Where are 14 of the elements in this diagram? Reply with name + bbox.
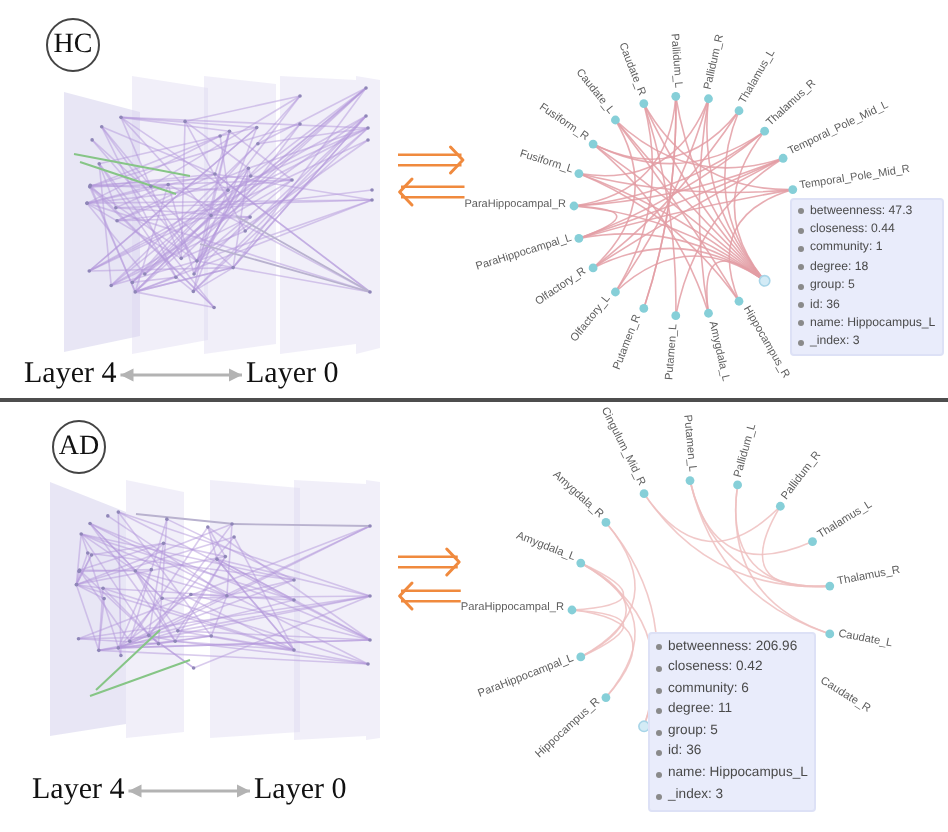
layer-label: Layer 0: [246, 360, 339, 390]
double-line-arrow: [396, 145, 466, 175]
double-headed-arrow: [120, 368, 242, 382]
circled-label: HC: [46, 18, 100, 72]
layer-label: Layer 4: [32, 776, 125, 806]
double-line-arrow: [396, 547, 463, 577]
circled-label: AD: [52, 420, 106, 474]
tooltip-panel: [648, 632, 816, 812]
layer-label: Layer 0: [254, 776, 347, 806]
double-headed-arrow: [128, 784, 250, 798]
tooltip-panel: [790, 198, 944, 356]
double-line-arrow: [396, 177, 466, 207]
layer-label: Layer 4: [24, 360, 117, 390]
double-line-arrow: [396, 581, 463, 611]
